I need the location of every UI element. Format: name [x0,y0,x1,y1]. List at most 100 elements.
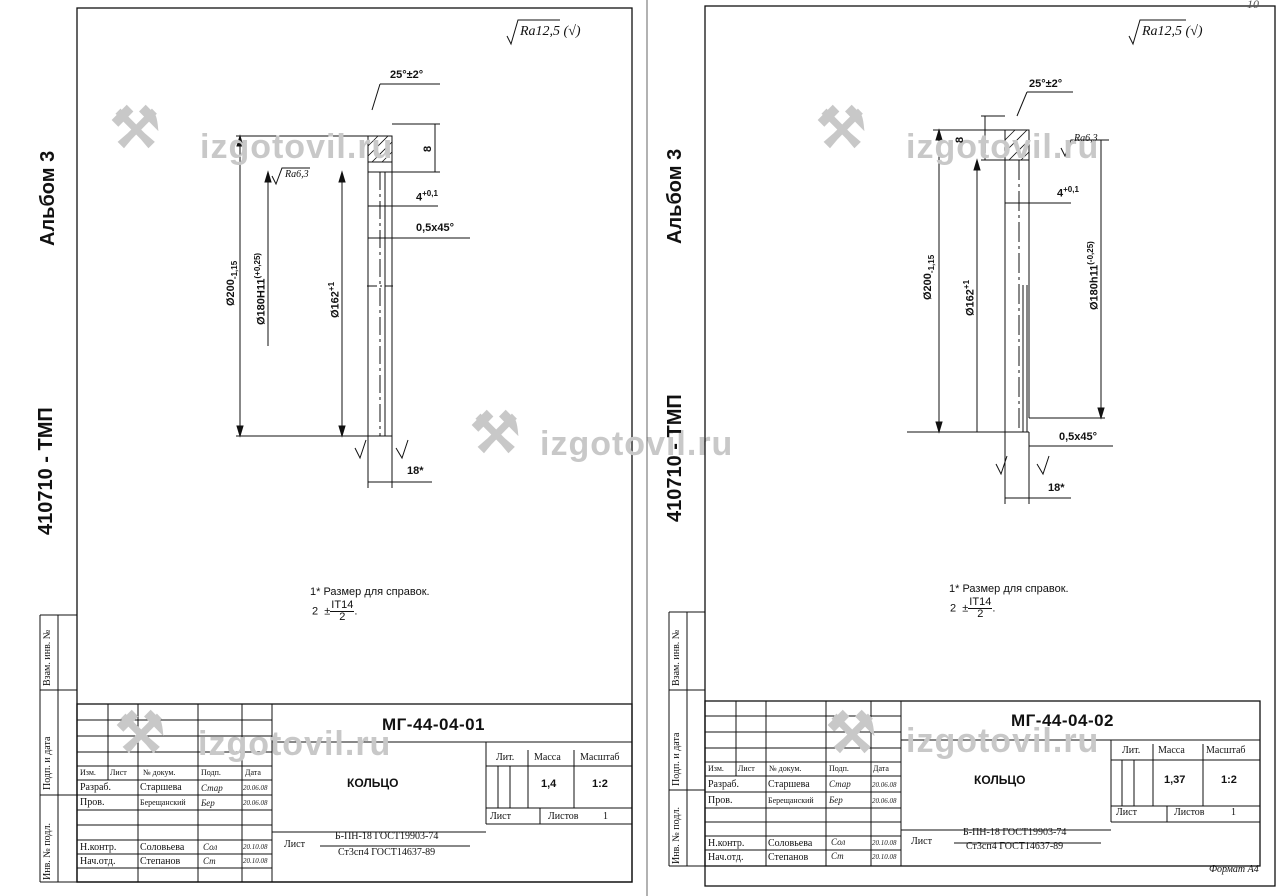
format-label: Формат А4 [1209,864,1259,875]
date-nkontr: 20.10.08 [872,839,897,847]
name-razrab: Старшева [768,779,810,790]
hdr-scale: Масштаб [1206,745,1246,756]
dim-angle: 25°±2° [1029,78,1063,90]
dim-inner-diameter: Ø162+1 [327,281,342,318]
roughness-general: Ra12,5 (√) [1142,24,1203,39]
dim-outer-diameter: Ø200-1,15 [225,260,240,306]
note-reference: 1* Размер для справок. [310,586,430,598]
part-name: КОЛЬЦО [347,776,399,790]
watermark-text: izgotovil.ru [540,425,734,463]
signature-nachotd: Ст [203,856,216,866]
col-podp: Подп. [201,768,221,777]
dim-height-8: 8 [954,136,966,143]
watermark-logo-icon: ⚒ [816,96,867,159]
signature-razrab: Стар [829,779,851,789]
side-label-vzam: Взам. инв. № [671,629,682,686]
dim-angle-18: 18* [1048,482,1065,494]
role-razrab: Разраб. [80,782,111,793]
name-razrab: Старшева [140,782,182,793]
sheet-label: Лист [1116,807,1137,818]
side-label-podp-data: Подп. и дата [42,736,53,790]
material-label: Лист [284,839,305,850]
page-mark: 10 [1247,0,1259,11]
project-code: 410710 - ТМП [35,407,57,535]
project-code: 410710 - ТМП [664,394,686,522]
material-label: Лист [911,836,932,847]
name-nachotd: Степанов [140,856,181,867]
hdr-mass: Масса [1158,745,1185,756]
material-line-2: Ст3сп4 ГОСТ14637-89 [966,841,1064,852]
col-podp: Подп. [829,764,849,773]
dim-angle-18: 18* [407,465,424,477]
date-razrab: 20.06.08 [243,784,268,792]
side-label-podp-data: Подп. и дата [671,732,682,786]
roughness-general: Ra12,5 (√) [520,24,581,39]
mass-value: 1,4 [541,778,557,790]
album-label: Альбом 3 [664,148,686,244]
watermark-text: izgotovil.ru [906,128,1100,166]
sheets-count: 1 [1231,807,1236,818]
dim-chamfer: 0,5x45° [416,222,455,234]
name-prov: Берещанский [140,798,186,807]
name-nkontr: Соловьева [140,842,185,853]
date-nachotd: 20.10.08 [243,857,268,865]
mass-value: 1,37 [1164,774,1186,786]
watermark-logo-icon: ⚒ [110,96,161,159]
sheet-2-linework [646,0,1276,896]
col-data: Дата [873,764,889,773]
roughness-local: Ra6,3 [1074,133,1098,144]
role-razrab: Разраб. [708,779,739,790]
hdr-lit: Лит. [496,752,515,763]
drawing-sheet-1: ⚒ izgotovil.ru ⚒ izgotovil.ru ⚒ izgotovi… [0,0,732,896]
watermark-logo-icon: ⚒ [826,701,877,764]
col-izm: Изм. [708,764,724,773]
signature-nkontr: Сол [831,837,846,847]
album-label: Альбом 3 [37,150,59,246]
scale-value: 1:2 [592,778,608,790]
side-label-vzam: Взам. инв. № [42,629,53,686]
note-reference: 1* Размер для справок. [949,583,1069,595]
role-nachotd: Нач.отд. [708,852,744,863]
signature-razrab: Стар [201,783,223,793]
date-nkontr: 20.10.08 [243,843,268,851]
dim-chamfer: 0,5x45° [1059,431,1098,443]
scale-value: 1:2 [1221,774,1237,786]
name-nkontr: Соловьева [768,838,813,849]
col-list: Лист [110,768,127,777]
dim-fit-diameter: Ø180h11(-0,25) [1086,241,1101,310]
role-nachotd: Нач.отд. [80,856,116,867]
role-nkontr: Н.контр. [708,838,745,849]
signature-nachotd: Ст [831,851,844,861]
date-razrab: 20.06.08 [872,781,897,789]
watermark-logo-icon: ⚒ [115,701,166,764]
sheets-count: 1 [603,811,608,822]
hdr-scale: Масштаб [580,752,620,763]
name-prov: Берещанский [768,796,814,805]
sheet-label: Лист [490,811,511,822]
date-prov: 20.06.08 [243,799,268,807]
sheets-label: Листов [548,811,579,822]
dim-inner-diameter: Ø162+1 [962,279,977,316]
date-nachotd: 20.10.08 [872,853,897,861]
designation: МГ-44-04-01 [382,715,486,734]
signature-prov: Бер [201,798,215,808]
material-line-1: Б-ПН-18 ГОСТ19903-74 [335,831,439,842]
dim-width-4: 4+0,1 [1057,185,1079,200]
designation: МГ-44-04-02 [1011,711,1115,730]
date-prov: 20.06.08 [872,797,897,805]
role-prov: Пров. [80,797,105,808]
dim-angle: 25°±2° [390,69,424,81]
dim-width-4: 4+0,1 [416,189,438,204]
col-doc: № докум. [769,764,802,773]
name-nachotd: Степанов [768,852,809,863]
material-line-2: Ст3сп4 ГОСТ14637-89 [338,847,436,858]
sheet-1-linework [39,7,633,883]
dim-outer-diameter: Ø200-1,15 [922,254,937,300]
signature-prov: Бер [829,795,843,805]
drawing-sheet-2: ⚒ izgotovil.ru ⚒ izgotovil.ru Альбом 3 4… [641,0,1281,896]
hdr-lit: Лит. [1122,745,1141,756]
role-nkontr: Н.контр. [80,842,117,853]
side-label-inv-podl: Инв. № подл. [42,823,53,880]
roughness-local: Ra6,3 [285,169,309,180]
